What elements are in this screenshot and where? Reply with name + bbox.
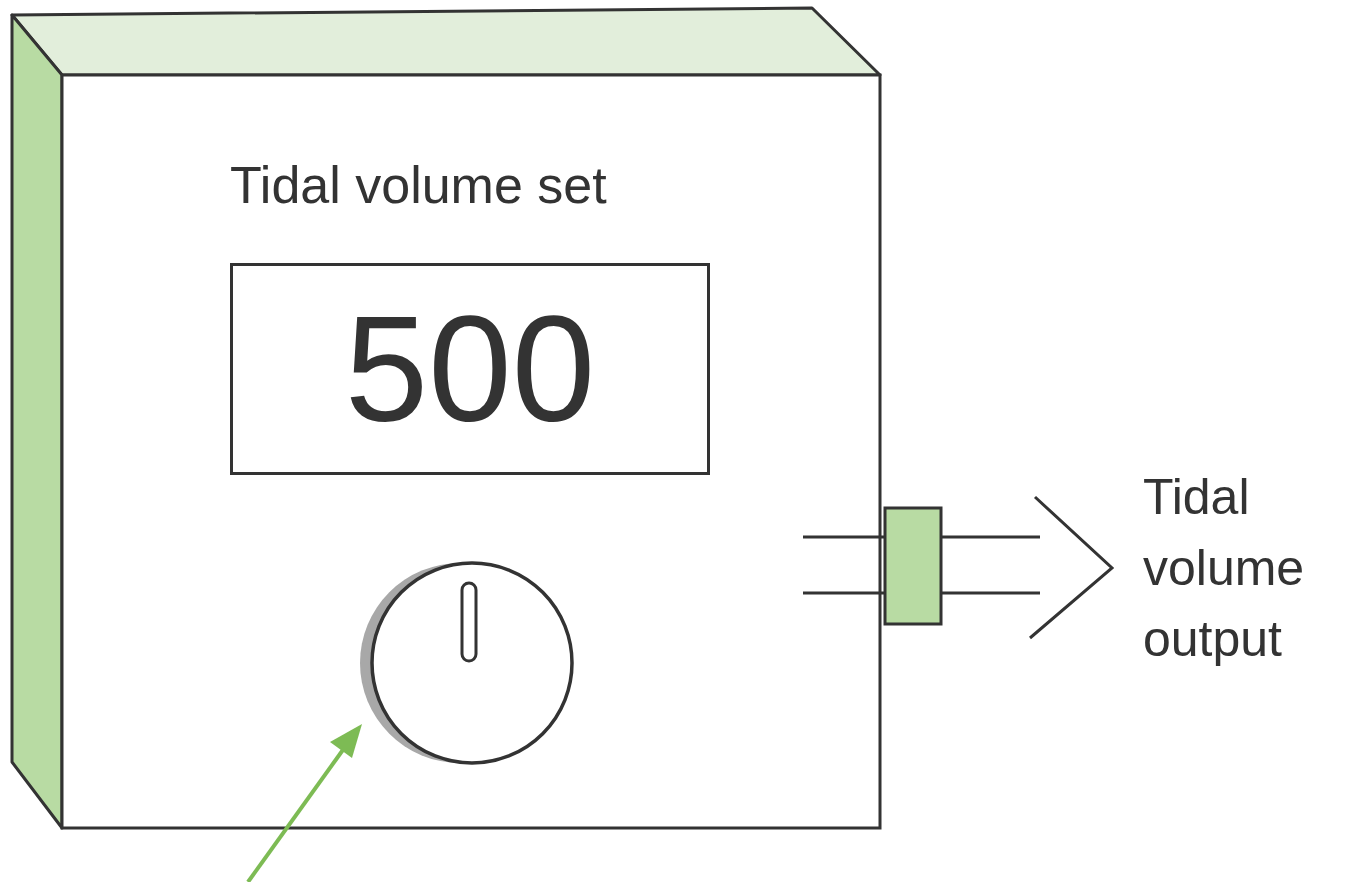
- housing-front: [62, 75, 880, 828]
- output-chevron: [1030, 497, 1112, 638]
- knob-indicator: [462, 583, 476, 661]
- knob: [372, 563, 572, 763]
- housing-side: [12, 15, 62, 828]
- output-port: [885, 508, 941, 624]
- display-value: 500: [345, 289, 595, 449]
- ventilator-housing: Tidal volume set 500: [62, 75, 880, 828]
- display-window: 500: [230, 263, 710, 475]
- pointer-arrow: [248, 747, 345, 882]
- output-label: Tidal volume output: [1143, 462, 1348, 675]
- panel-title: Tidal volume set: [230, 155, 607, 215]
- housing-top: [12, 8, 880, 75]
- pointer-arrowhead: [330, 724, 362, 758]
